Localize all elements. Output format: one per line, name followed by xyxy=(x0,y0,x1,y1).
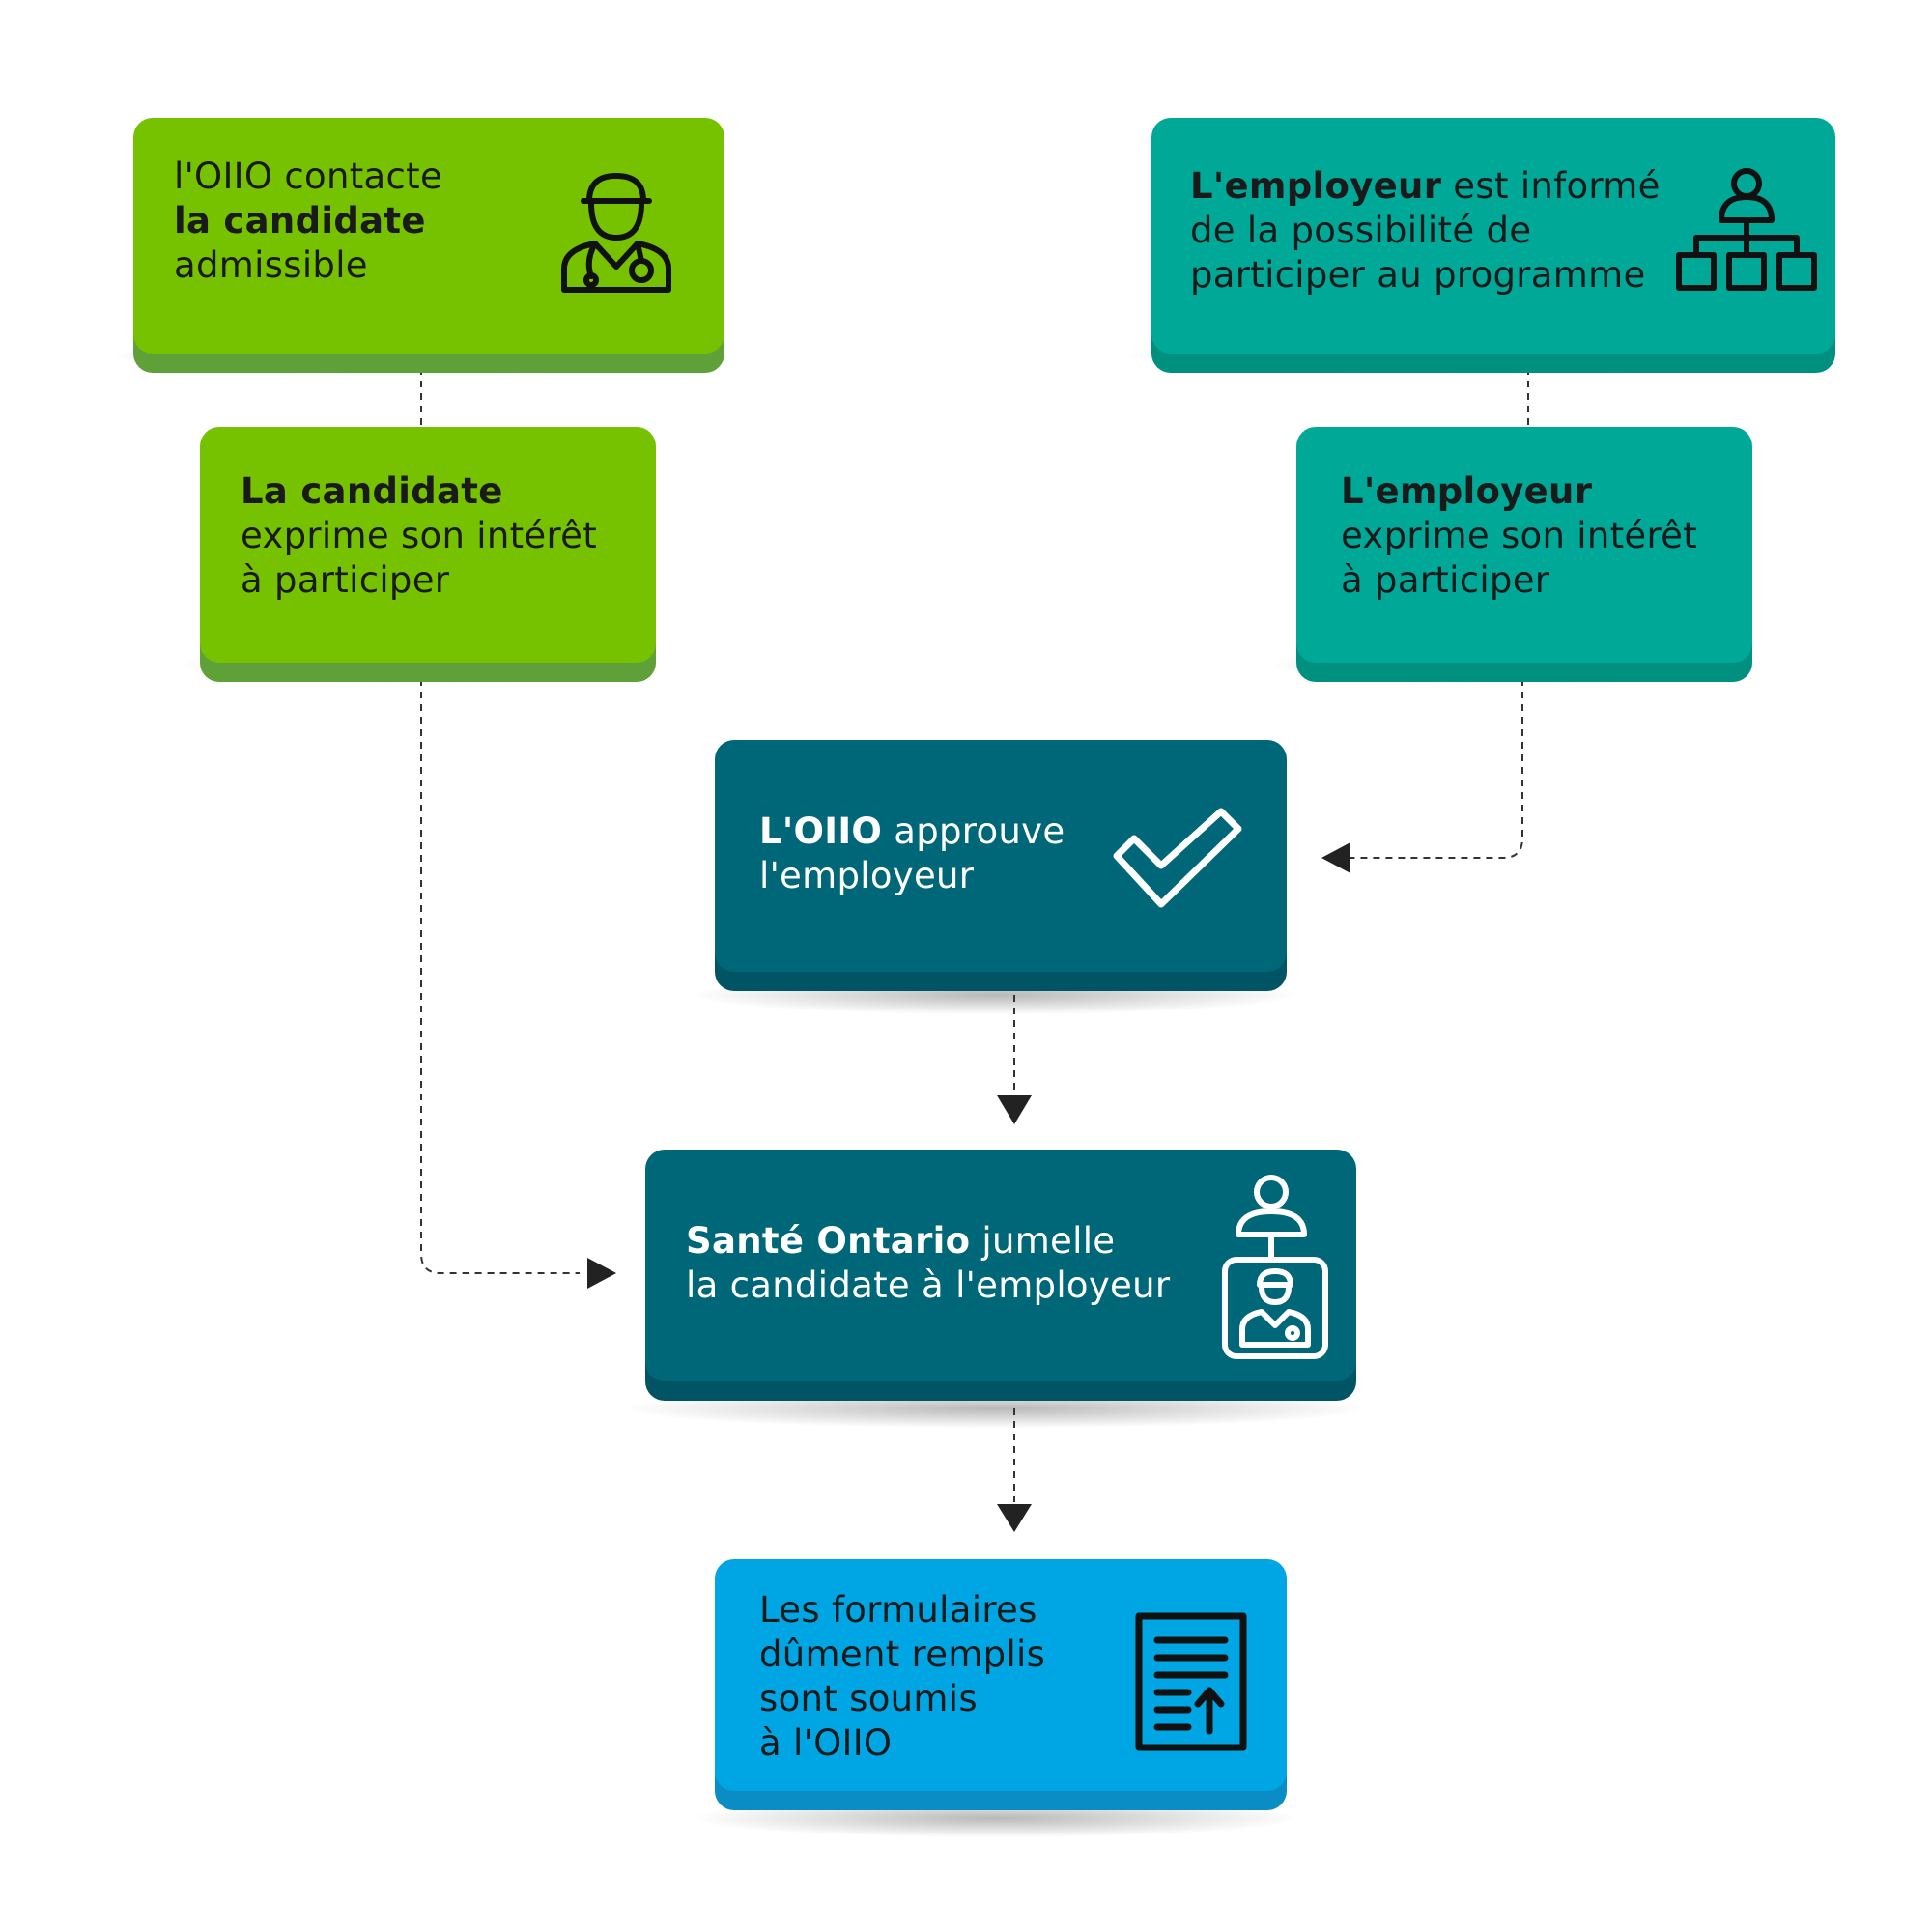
arrowhead-down xyxy=(997,1095,1032,1124)
box-candidate-contact: l'OIIO contacte la candidate admissible xyxy=(133,118,724,354)
box-line: L'OIIO approuve xyxy=(759,810,1065,852)
box-line-bold: L'employeur xyxy=(1341,470,1593,512)
box-line: exprime son intérêt xyxy=(1341,515,1698,556)
connector-employer-to-approval xyxy=(1350,667,1523,859)
box-line: sont soumis xyxy=(759,1678,978,1719)
box-line: exprime son intérêt xyxy=(241,515,598,556)
box-line: à participer xyxy=(1341,559,1550,601)
box-line-bold: La candidate xyxy=(241,470,503,512)
box-sante-matches: Santé Ontario jumelle la candidate à l'e… xyxy=(645,1150,1356,1381)
box-line: participer au programme xyxy=(1190,254,1646,296)
box-line: à participer xyxy=(241,559,450,601)
box-line-bold: la candidate xyxy=(174,200,426,242)
org-chart-icon xyxy=(1676,168,1817,291)
document-upload-icon xyxy=(1135,1612,1247,1751)
arrowhead-right xyxy=(587,1258,616,1289)
box-oiio-approves: L'OIIO approuve l'employeur xyxy=(715,740,1287,972)
checkmark-icon xyxy=(1113,808,1242,908)
arrowhead-left xyxy=(1321,842,1350,873)
box-line: de la possibilité de xyxy=(1190,210,1532,251)
box-line: l'employeur xyxy=(759,855,975,896)
box-line: à l'OIIO xyxy=(759,1722,893,1764)
box-line: la candidate à l'employeur xyxy=(686,1264,1171,1306)
box-forms-submitted: Les formulaires dûment remplis sont soum… xyxy=(715,1559,1287,1791)
matching-icon xyxy=(1222,1175,1328,1359)
box-line: admissible xyxy=(174,244,368,286)
box-shadow xyxy=(696,976,1294,1014)
box-line: Santé Ontario jumelle xyxy=(686,1220,1116,1262)
box-line: dûment remplis xyxy=(759,1634,1046,1675)
box-shadow xyxy=(696,1799,1294,1837)
box-line: L'employeur est informé xyxy=(1190,165,1661,207)
box-candidate-interest: La candidate exprime son intérêt à parti… xyxy=(200,427,656,663)
arrowhead-down xyxy=(997,1504,1032,1532)
box-employer-interest: L'employeur exprime son intérêt à partic… xyxy=(1296,427,1752,663)
doctor-icon xyxy=(561,173,671,293)
box-line: Les formulaires xyxy=(759,1589,1037,1631)
box-line: l'OIIO contacte xyxy=(174,156,443,197)
connector-candidate-to-matching xyxy=(420,667,580,1274)
box-employer-informed: L'employeur est informé de la possibilit… xyxy=(1151,118,1835,354)
box-shadow xyxy=(628,1389,1362,1428)
